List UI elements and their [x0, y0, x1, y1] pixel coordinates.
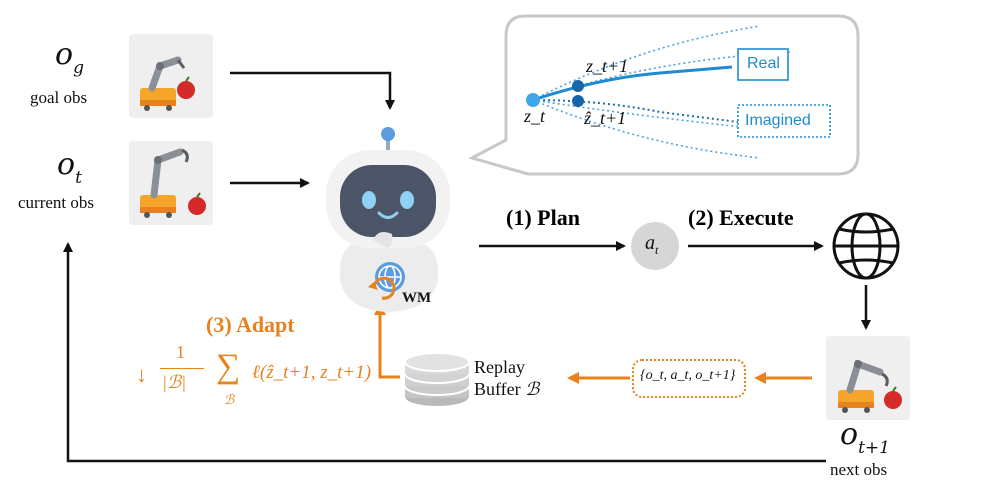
goal-obs-image — [129, 34, 213, 118]
next-obs-caption: next obs — [830, 460, 888, 479]
loss-sum: ∑ — [216, 348, 241, 385]
buffer-to-loss-arrow — [374, 303, 400, 379]
next-obs-image — [826, 336, 910, 420]
robot-world-model-icon — [326, 127, 450, 312]
orange-arrows — [374, 303, 812, 384]
loss-denominator: |ℬ| — [162, 372, 187, 392]
execute-label: (2) Execute — [688, 205, 794, 230]
goal-obs-caption: goal obs — [30, 88, 88, 107]
goal-obs-symbol: og — [55, 37, 84, 79]
action-symbol: at — [645, 232, 659, 257]
real-trajectory — [532, 65, 733, 102]
z-t-label: z_t — [524, 106, 546, 126]
loss-fraction-bar — [160, 368, 204, 369]
z-next-label: z_t+1 — [586, 56, 629, 76]
feedback-loop-arrow — [63, 242, 826, 463]
real-box — [737, 48, 789, 81]
loss-down-arrow: ↓ — [136, 362, 147, 387]
transition-box — [632, 359, 746, 398]
database-icon — [404, 352, 470, 408]
plan-label: (1) Plan — [506, 205, 580, 230]
loss-sum-sub: ℬ — [224, 392, 235, 407]
prediction-bubble — [468, 14, 860, 176]
world-model-label: WM — [402, 290, 432, 306]
loss-term: ℓ(ẑ_t+1, z_t+1) — [252, 362, 372, 383]
imagined-box — [737, 104, 831, 138]
adapt-label: (3) Adapt — [206, 312, 295, 337]
z-next-point — [572, 80, 584, 92]
current-obs-symbol: ot — [57, 147, 82, 189]
next-obs-symbol: ot+1 — [840, 417, 890, 459]
imagined-trajectory — [532, 99, 739, 123]
action-node — [631, 222, 679, 270]
z-hat-next-label: ẑ_t+1 — [584, 108, 627, 128]
transition-tuple: {o_t, a_t, o_t+1} — [640, 368, 736, 383]
globe-icon — [832, 212, 900, 280]
current-obs-caption: current obs — [18, 193, 95, 212]
loss-numerator: 1 — [176, 342, 185, 362]
black-arrows — [63, 71, 871, 463]
current-obs-image — [129, 141, 213, 225]
replay-buffer-label: Replay Buffer ℬ — [474, 357, 540, 399]
real-label: Real — [747, 55, 780, 72]
goal-to-robot-arrow — [230, 71, 395, 110]
z-hat-next-point — [572, 95, 584, 107]
z-t-point — [526, 93, 540, 107]
imagined-label: Imagined — [745, 112, 811, 129]
